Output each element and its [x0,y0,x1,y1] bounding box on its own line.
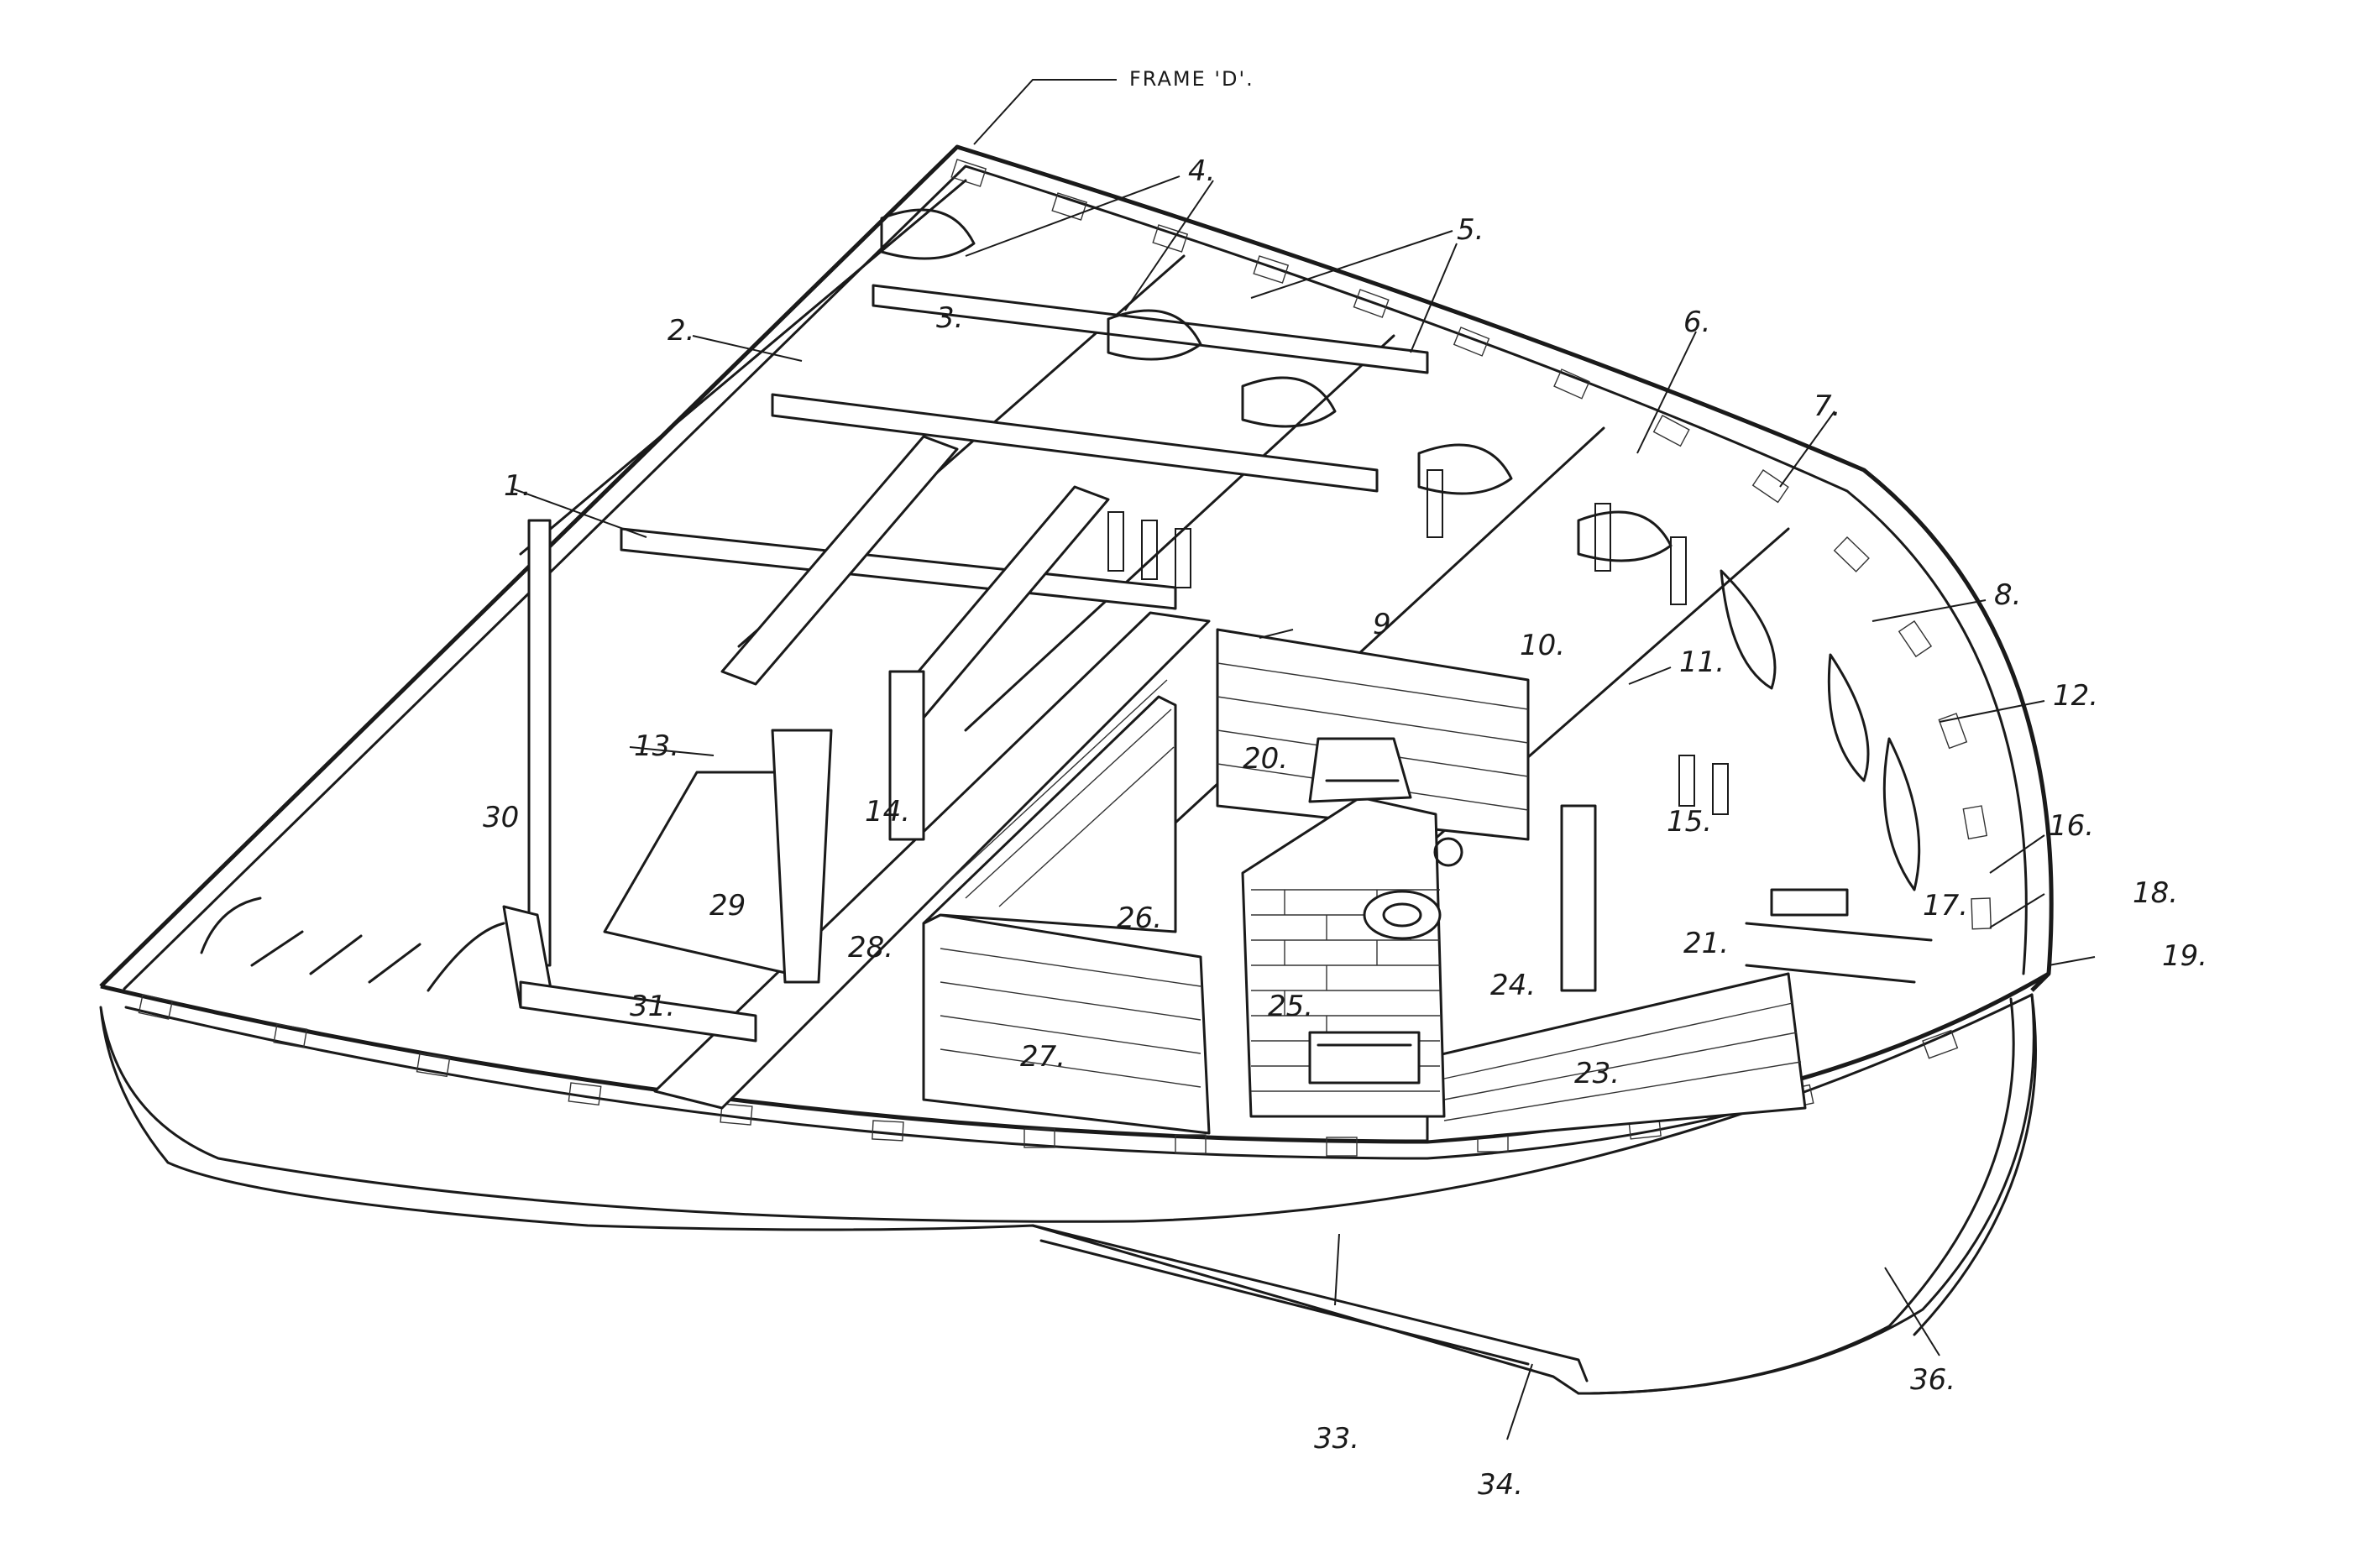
stern-framing [200,569,1933,1043]
callout-5: 5. [1457,213,1484,247]
callout-34: 34. [1478,1468,1523,1502]
callout-12: 12. [2053,679,2098,713]
hull-shell [99,144,2054,1395]
callout-17: 17. [1923,889,1968,923]
callout-27: 27. [1020,1040,1065,1074]
callout-3: 3. [936,301,963,335]
leader-lines [511,79,2096,1440]
frame-d-label: FRAME 'D'. [1129,67,1254,91]
callout-10: 10. [1520,629,1565,662]
callout-23: 23. [1574,1057,1620,1090]
callout-36: 36. [1910,1363,1955,1397]
callout-19: 19. [2162,939,2207,973]
callout-25: 25. [1268,990,1313,1023]
callout-11: 11. [1679,645,1725,679]
callout-18: 18. [2133,876,2178,910]
callout-31: 31. [630,990,675,1023]
callout-30: 30 [483,801,519,834]
callout-6: 6. [1683,306,1710,339]
callout-2: 2. [667,314,694,348]
callout-28: 28. [848,931,893,964]
callout-26: 26. [1117,902,1162,935]
callout-7: 7. [1814,389,1840,423]
callout-20: 20. [1243,742,1288,776]
callout-13: 13. [634,729,679,763]
deck-beams [519,179,1790,891]
callout-16: 16. [2049,809,2094,843]
callout-4: 4. [1188,154,1215,188]
callout-15: 15. [1667,805,1712,839]
callout-21: 21. [1683,927,1729,960]
callout-14: 14. [865,795,910,828]
callout-24: 24. [1490,969,1536,1002]
frame-heads [138,159,1992,1157]
callout-9: 9 [1373,608,1391,641]
pillars [527,519,1597,992]
labels: FRAME 'D'. 1. 2. 3. 4. 5. 6. 7. 8. 9 10.… [483,67,2207,1502]
callout-33: 33. [1314,1422,1359,1456]
callout-8: 8. [1994,578,2021,612]
callout-1: 1. [504,469,531,503]
brick-stove [1241,737,1463,1118]
bulkheads [603,611,1807,1143]
callout-29: 29 [709,889,746,923]
